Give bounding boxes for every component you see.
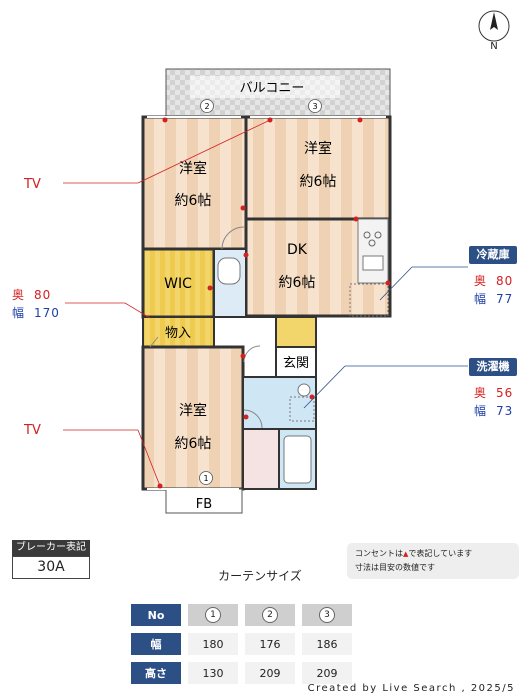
curtain-size-table: No 1 2 3 幅 180 176 186 高さ 130 209 209 [131, 597, 352, 691]
window-no-3: 3 [319, 607, 335, 623]
bedroom-2-name: 洋室 [179, 160, 207, 177]
kitchen-counter [357, 218, 389, 284]
height-1: 130 [188, 662, 238, 684]
tv-label-top: TV [23, 177, 41, 192]
width-3: 186 [302, 633, 352, 655]
header-no: No [131, 604, 181, 626]
table-row: No 1 2 3 [131, 604, 352, 626]
storage [142, 316, 215, 348]
wic-label: WIC [164, 276, 192, 292]
toilet [242, 428, 280, 490]
dk-name: DK [287, 242, 308, 258]
window-no-2: 2 [262, 607, 278, 623]
fb-area [165, 488, 243, 514]
compass: N [478, 10, 510, 52]
window-no-1: 1 [205, 607, 221, 623]
balcony-label: バルコニー [240, 81, 305, 96]
dk-size: 約6帖 [279, 275, 316, 291]
height-3: 209 [302, 662, 352, 684]
window-number-1: 1 [203, 474, 208, 483]
window-number-2: 2 [204, 102, 209, 111]
width-2: 176 [245, 633, 295, 655]
entrance [275, 316, 317, 348]
bedroom-2 [141, 115, 248, 251]
table-row: 高さ 130 209 209 [131, 662, 352, 684]
washer-spot [289, 396, 315, 422]
outlet-marker-icon: ▲ [403, 550, 409, 558]
bedroom-3-name: 洋室 [304, 140, 332, 157]
washer-title: 洗濯機 [469, 358, 517, 376]
fb-label: FB [196, 497, 212, 512]
entrance-label: 玄関 [283, 356, 309, 371]
compass-needle-icon [490, 12, 498, 30]
fridge-title: 冷蔵庫 [469, 246, 517, 264]
tv-label-bottom: TV [23, 423, 41, 438]
breaker-value: 30A [12, 556, 90, 579]
fridge-spot [349, 283, 389, 317]
header-height: 高さ [131, 662, 181, 684]
height-2: 209 [245, 662, 295, 684]
window-number-3: 3 [312, 102, 317, 111]
bedroom-1-size: 約6帖 [175, 436, 212, 452]
header-width: 幅 [131, 633, 181, 655]
note-line-2: 寸法は目安の数値です [355, 563, 435, 572]
width-1: 180 [188, 633, 238, 655]
table-row: 幅 180 176 186 [131, 633, 352, 655]
bedroom-3 [244, 115, 392, 221]
footer-credit: Created by Live Search , 2025/5 [307, 683, 515, 694]
bedroom-1-name: 洋室 [179, 402, 207, 419]
note-line-1: コンセントは▲で表記しています [355, 549, 473, 558]
floor-plan: バルコニー 洋室 約6帖 洋室 約6帖 DK 約6帖 WIC 物入 玄関 洋室 … [23, 68, 468, 514]
storage-label: 物入 [165, 326, 191, 341]
bedroom-2-size: 約6帖 [175, 193, 212, 209]
note-box: コンセントは▲で表記しています 寸法は目安の数値です [347, 543, 519, 579]
curtain-title: カーテンサイズ [218, 569, 302, 583]
bedroom-3-size: 約6帖 [300, 174, 337, 190]
compass-label: N [490, 41, 497, 52]
breaker-label: ブレーカー表記 [12, 540, 90, 556]
